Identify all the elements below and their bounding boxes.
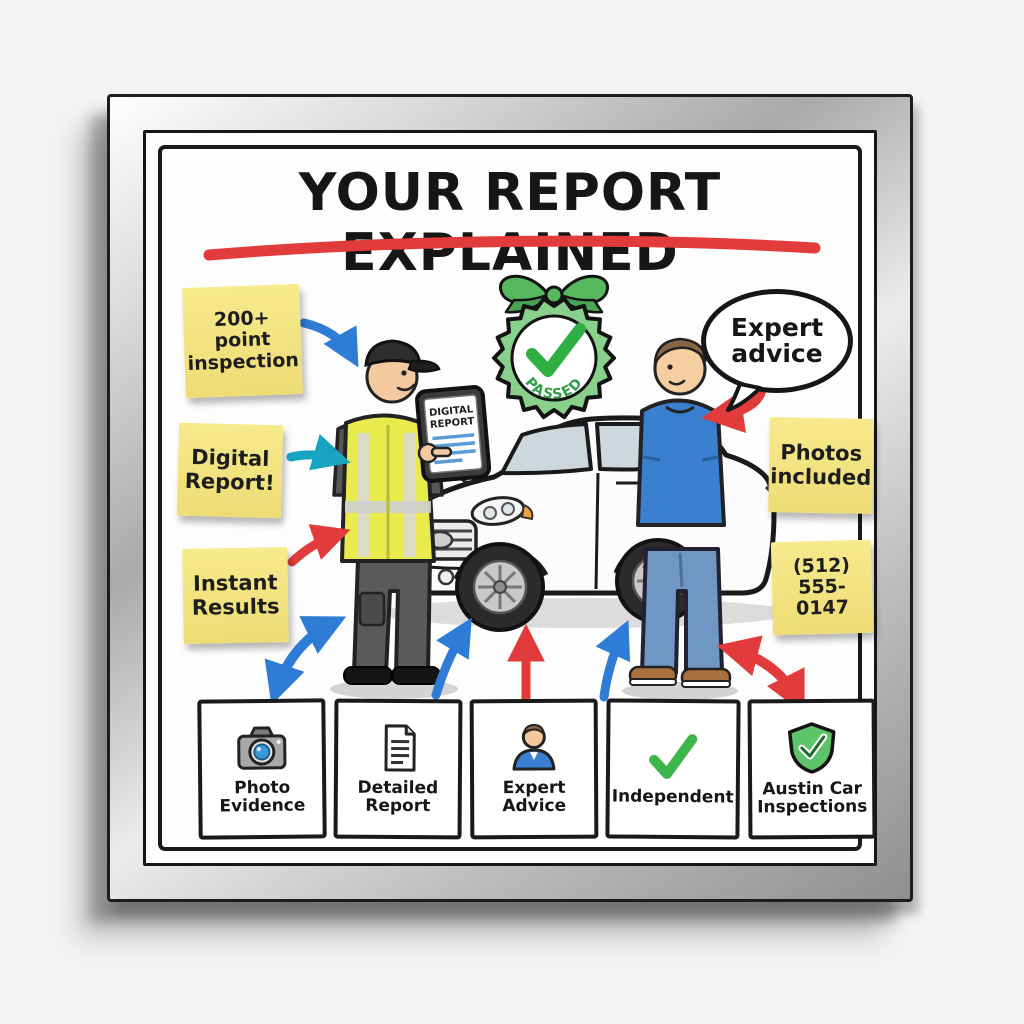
pointing-hand [417,442,453,464]
blue-up-arrow-icon [595,619,631,702]
blue-double-arrow-icon [264,616,347,705]
feature-box-label: Expert Advice [502,777,567,817]
silver-picture-frame: YOUR REPORT EXPLAINED [107,94,913,902]
blue-arrow-icon [299,318,359,368]
speech-bubble: Expert advice [701,289,853,412]
person-icon [512,723,556,771]
check-icon [526,323,586,377]
checkmark-icon [649,733,698,779]
shield-check-icon [787,721,836,774]
page-title: YOUR REPORT EXPLAINED [298,163,722,283]
feature-box-austin-car-inspections: Austin Car Inspections [747,698,877,840]
teal-arrow-icon [286,433,351,471]
tablet-title-line1: DIGITAL [429,404,475,419]
camera-icon [237,726,287,770]
feature-box-label: Detailed Report [357,777,439,817]
sticky-note-photos-included: Photos included [768,417,874,514]
feature-box-independent: Independent [605,698,741,840]
feature-box-label: Independent [611,786,734,808]
passed-badge: PASSED [492,274,616,420]
cap-icon [364,339,422,368]
speech-bubble-text: Expert advice [730,312,824,368]
customer-figure [628,337,732,688]
scene-illustration: DIGITAL REPORT [264,274,805,715]
feature-box-detailed-report: Detailed Report [333,698,463,840]
blue-up-arrow-icon [431,617,472,700]
sticky-note-200-point: 200+ point inspection [182,283,303,399]
tablet-title-line2: REPORT [430,416,475,431]
whiteboard: YOUR REPORT EXPLAINED [143,130,877,866]
speech-bubble-tail [726,382,762,412]
red-double-arrow-icon [716,635,805,715]
document-icon [384,724,416,772]
red-underline [203,235,821,261]
sticky-note-phone-number: (512) 555-0147 [770,539,874,636]
front-wheel [455,542,545,632]
annotation-arrows [264,318,805,715]
sticky-note-digital-report: Digital Report! [176,422,284,519]
feature-box-photo-evidence: Photo Evidence [197,698,327,840]
feature-box-label: Austin Car Inspections [757,778,868,818]
feature-box-row: Photo Evidence Detailed Report [197,698,877,840]
feature-box-expert-advice: Expert Advice [469,698,599,840]
ribbon-knot [544,285,564,305]
sticky-note-instant-results: Instant Results [182,547,289,644]
feature-box-label: Photo Evidence [219,777,306,817]
red-arrow-icon [287,524,351,567]
digital-report-tablet: DIGITAL REPORT [415,385,492,483]
